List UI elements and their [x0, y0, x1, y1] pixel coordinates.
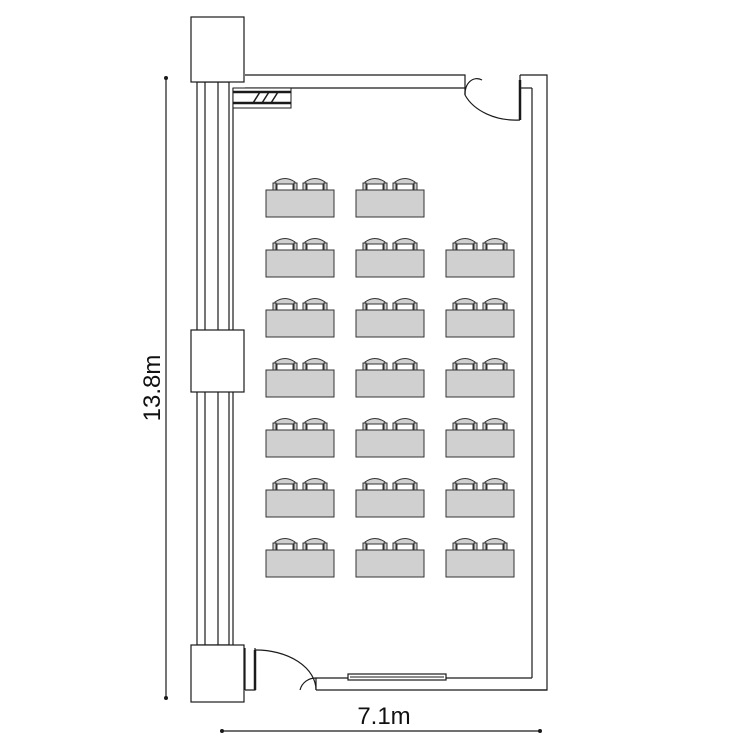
- desk-unit: [355, 238, 425, 278]
- desk-unit: [265, 418, 335, 458]
- chair: [452, 418, 478, 431]
- chair: [302, 478, 328, 491]
- chair: [272, 298, 298, 311]
- chair: [362, 538, 388, 551]
- chair: [362, 478, 388, 491]
- desk-layout: [265, 178, 515, 578]
- desk-unit: [265, 298, 335, 338]
- whiteboard-icon: [347, 673, 447, 681]
- chair: [392, 238, 418, 251]
- chair: [362, 298, 388, 311]
- desk: [445, 369, 515, 398]
- desk-unit: [445, 538, 515, 578]
- desk-unit: [355, 298, 425, 338]
- desk-unit: [445, 298, 515, 338]
- desk: [265, 429, 335, 458]
- chair: [452, 298, 478, 311]
- desk-unit: [355, 478, 425, 518]
- desk: [355, 369, 425, 398]
- chair: [482, 478, 508, 491]
- desk-unit: [265, 478, 335, 518]
- desk: [355, 249, 425, 278]
- chair: [272, 178, 298, 191]
- chair: [392, 538, 418, 551]
- desk: [355, 549, 425, 578]
- height-dimension: 13.8m: [139, 76, 168, 700]
- height-label: 13.8m: [139, 355, 166, 422]
- desk: [445, 489, 515, 518]
- desk-unit: [355, 358, 425, 398]
- chair: [392, 298, 418, 311]
- desk-unit: [355, 178, 425, 218]
- desk-unit: [265, 358, 335, 398]
- coat-rack-icon: [232, 87, 292, 109]
- chair: [272, 238, 298, 251]
- door-icon: [253, 649, 317, 691]
- chair: [482, 538, 508, 551]
- chair: [362, 418, 388, 431]
- chair: [392, 178, 418, 191]
- desk: [355, 429, 425, 458]
- desk: [355, 489, 425, 518]
- chair: [482, 358, 508, 371]
- pillar-bottom: [190, 644, 245, 703]
- desk: [265, 249, 335, 278]
- chair: [302, 418, 328, 431]
- desk-unit: [445, 418, 515, 458]
- desk: [445, 249, 515, 278]
- desk-unit: [355, 418, 425, 458]
- chair: [452, 238, 478, 251]
- chair: [482, 298, 508, 311]
- width-label: 7.1m: [357, 703, 410, 730]
- chair: [362, 238, 388, 251]
- desk: [265, 309, 335, 338]
- desk-unit: [445, 478, 515, 518]
- chair: [362, 358, 388, 371]
- desk: [445, 549, 515, 578]
- chair: [452, 358, 478, 371]
- chair: [392, 358, 418, 371]
- desk: [265, 189, 335, 218]
- desk-unit: [445, 358, 515, 398]
- chair: [392, 478, 418, 491]
- desk-unit: [445, 238, 515, 278]
- desk-unit: [265, 238, 335, 278]
- desk: [265, 369, 335, 398]
- desk: [445, 429, 515, 458]
- chair: [482, 418, 508, 431]
- chair: [452, 478, 478, 491]
- desk: [265, 549, 335, 578]
- desk-unit: [265, 178, 335, 218]
- pillar-top: [190, 16, 245, 83]
- desk: [355, 309, 425, 338]
- chair: [302, 178, 328, 191]
- chair: [362, 178, 388, 191]
- chair: [302, 238, 328, 251]
- chair: [392, 418, 418, 431]
- width-dimension: 7.1m: [220, 703, 542, 733]
- pillar-middle: [190, 329, 245, 393]
- chair: [272, 358, 298, 371]
- chair: [302, 298, 328, 311]
- chair: [272, 478, 298, 491]
- desk: [445, 309, 515, 338]
- chair: [482, 238, 508, 251]
- chair: [302, 358, 328, 371]
- chair: [452, 538, 478, 551]
- door-icon: [464, 78, 522, 121]
- desk: [265, 489, 335, 518]
- desk-unit: [355, 538, 425, 578]
- chair: [272, 418, 298, 431]
- desk-unit: [265, 538, 335, 578]
- chair: [302, 538, 328, 551]
- chair: [272, 538, 298, 551]
- desk: [355, 189, 425, 218]
